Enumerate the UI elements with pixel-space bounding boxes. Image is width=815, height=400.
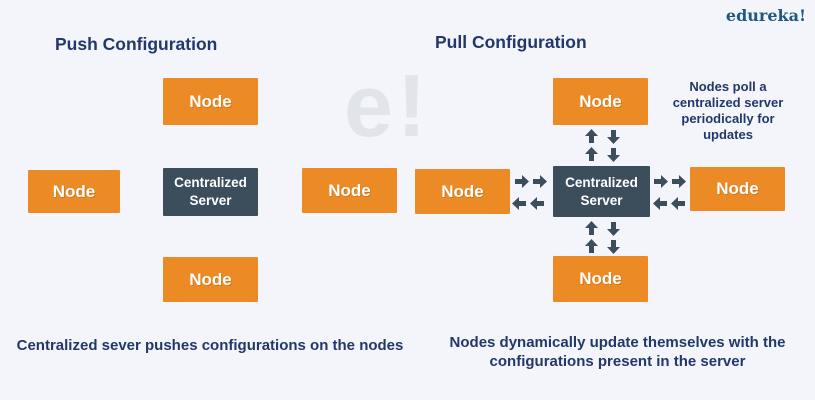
arrow-up-icon xyxy=(585,239,598,253)
arrow-right-icon xyxy=(654,175,668,188)
edureka-logo: edureka! xyxy=(725,6,806,25)
push-node-left: Node xyxy=(28,170,120,213)
pull-centralized-server: Centralized Server xyxy=(553,166,650,217)
arrow-chain-bottom-up xyxy=(584,221,599,254)
pull-node-right: Node xyxy=(690,167,785,211)
arrow-chain-bottom-down xyxy=(606,221,621,254)
arrow-left-icon xyxy=(512,197,526,210)
edureka-watermark: e! xyxy=(344,56,431,155)
pull-node-top: Node xyxy=(553,78,648,125)
arrow-down-icon xyxy=(607,240,620,254)
push-centralized-server-label: Centralized Server xyxy=(174,175,247,208)
arrow-chain-top-down xyxy=(606,129,621,162)
arrow-right-icon xyxy=(533,175,547,188)
push-configuration-title: Push Configuration xyxy=(55,34,218,54)
arrow-chain-top-up xyxy=(584,129,599,162)
push-node-top: Node xyxy=(163,78,258,125)
push-node-bottom-label: Node xyxy=(189,269,232,289)
arrow-down-icon xyxy=(607,222,620,236)
pull-node-bottom-label: Node xyxy=(579,269,622,288)
arrow-left-icon xyxy=(671,197,685,210)
pull-node-left: Node xyxy=(415,169,510,214)
push-node-top-label: Node xyxy=(189,91,232,111)
pull-configuration-title: Pull Configuration xyxy=(435,32,587,52)
pull-node-bottom: Node xyxy=(553,256,648,302)
arrow-up-icon xyxy=(585,147,598,161)
pull-centralized-server-label: Centralized Server xyxy=(565,174,638,208)
push-node-left-label: Node xyxy=(52,181,96,201)
push-centralized-server: Centralized Server xyxy=(163,168,258,216)
pull-note: Nodes poll a centralized server periodic… xyxy=(672,79,784,142)
push-node-bottom: Node xyxy=(163,257,258,302)
push-caption: Centralized sever pushes configurations … xyxy=(16,337,404,354)
pull-node-top-label: Node xyxy=(579,91,622,111)
pull-node-right-label: Node xyxy=(716,179,759,198)
pull-caption: Nodes dynamically update themselves with… xyxy=(449,334,786,370)
arrow-chain-right-left xyxy=(653,196,686,211)
arrow-up-icon xyxy=(585,129,598,143)
pull-node-left-label: Node xyxy=(441,181,484,201)
arrow-down-icon xyxy=(607,130,620,144)
arrow-left-icon xyxy=(530,197,544,210)
arrow-chain-right-right xyxy=(653,174,686,189)
push-node-right-label: Node xyxy=(328,180,371,200)
arrow-right-icon xyxy=(515,175,529,188)
arrow-chain-left-right xyxy=(514,174,547,189)
arrow-right-icon xyxy=(672,175,686,188)
arrow-down-icon xyxy=(607,148,620,162)
arrow-chain-left-left xyxy=(512,196,545,211)
arrow-left-icon xyxy=(653,197,667,210)
push-node-right: Node xyxy=(302,168,397,213)
arrow-up-icon xyxy=(585,221,598,235)
